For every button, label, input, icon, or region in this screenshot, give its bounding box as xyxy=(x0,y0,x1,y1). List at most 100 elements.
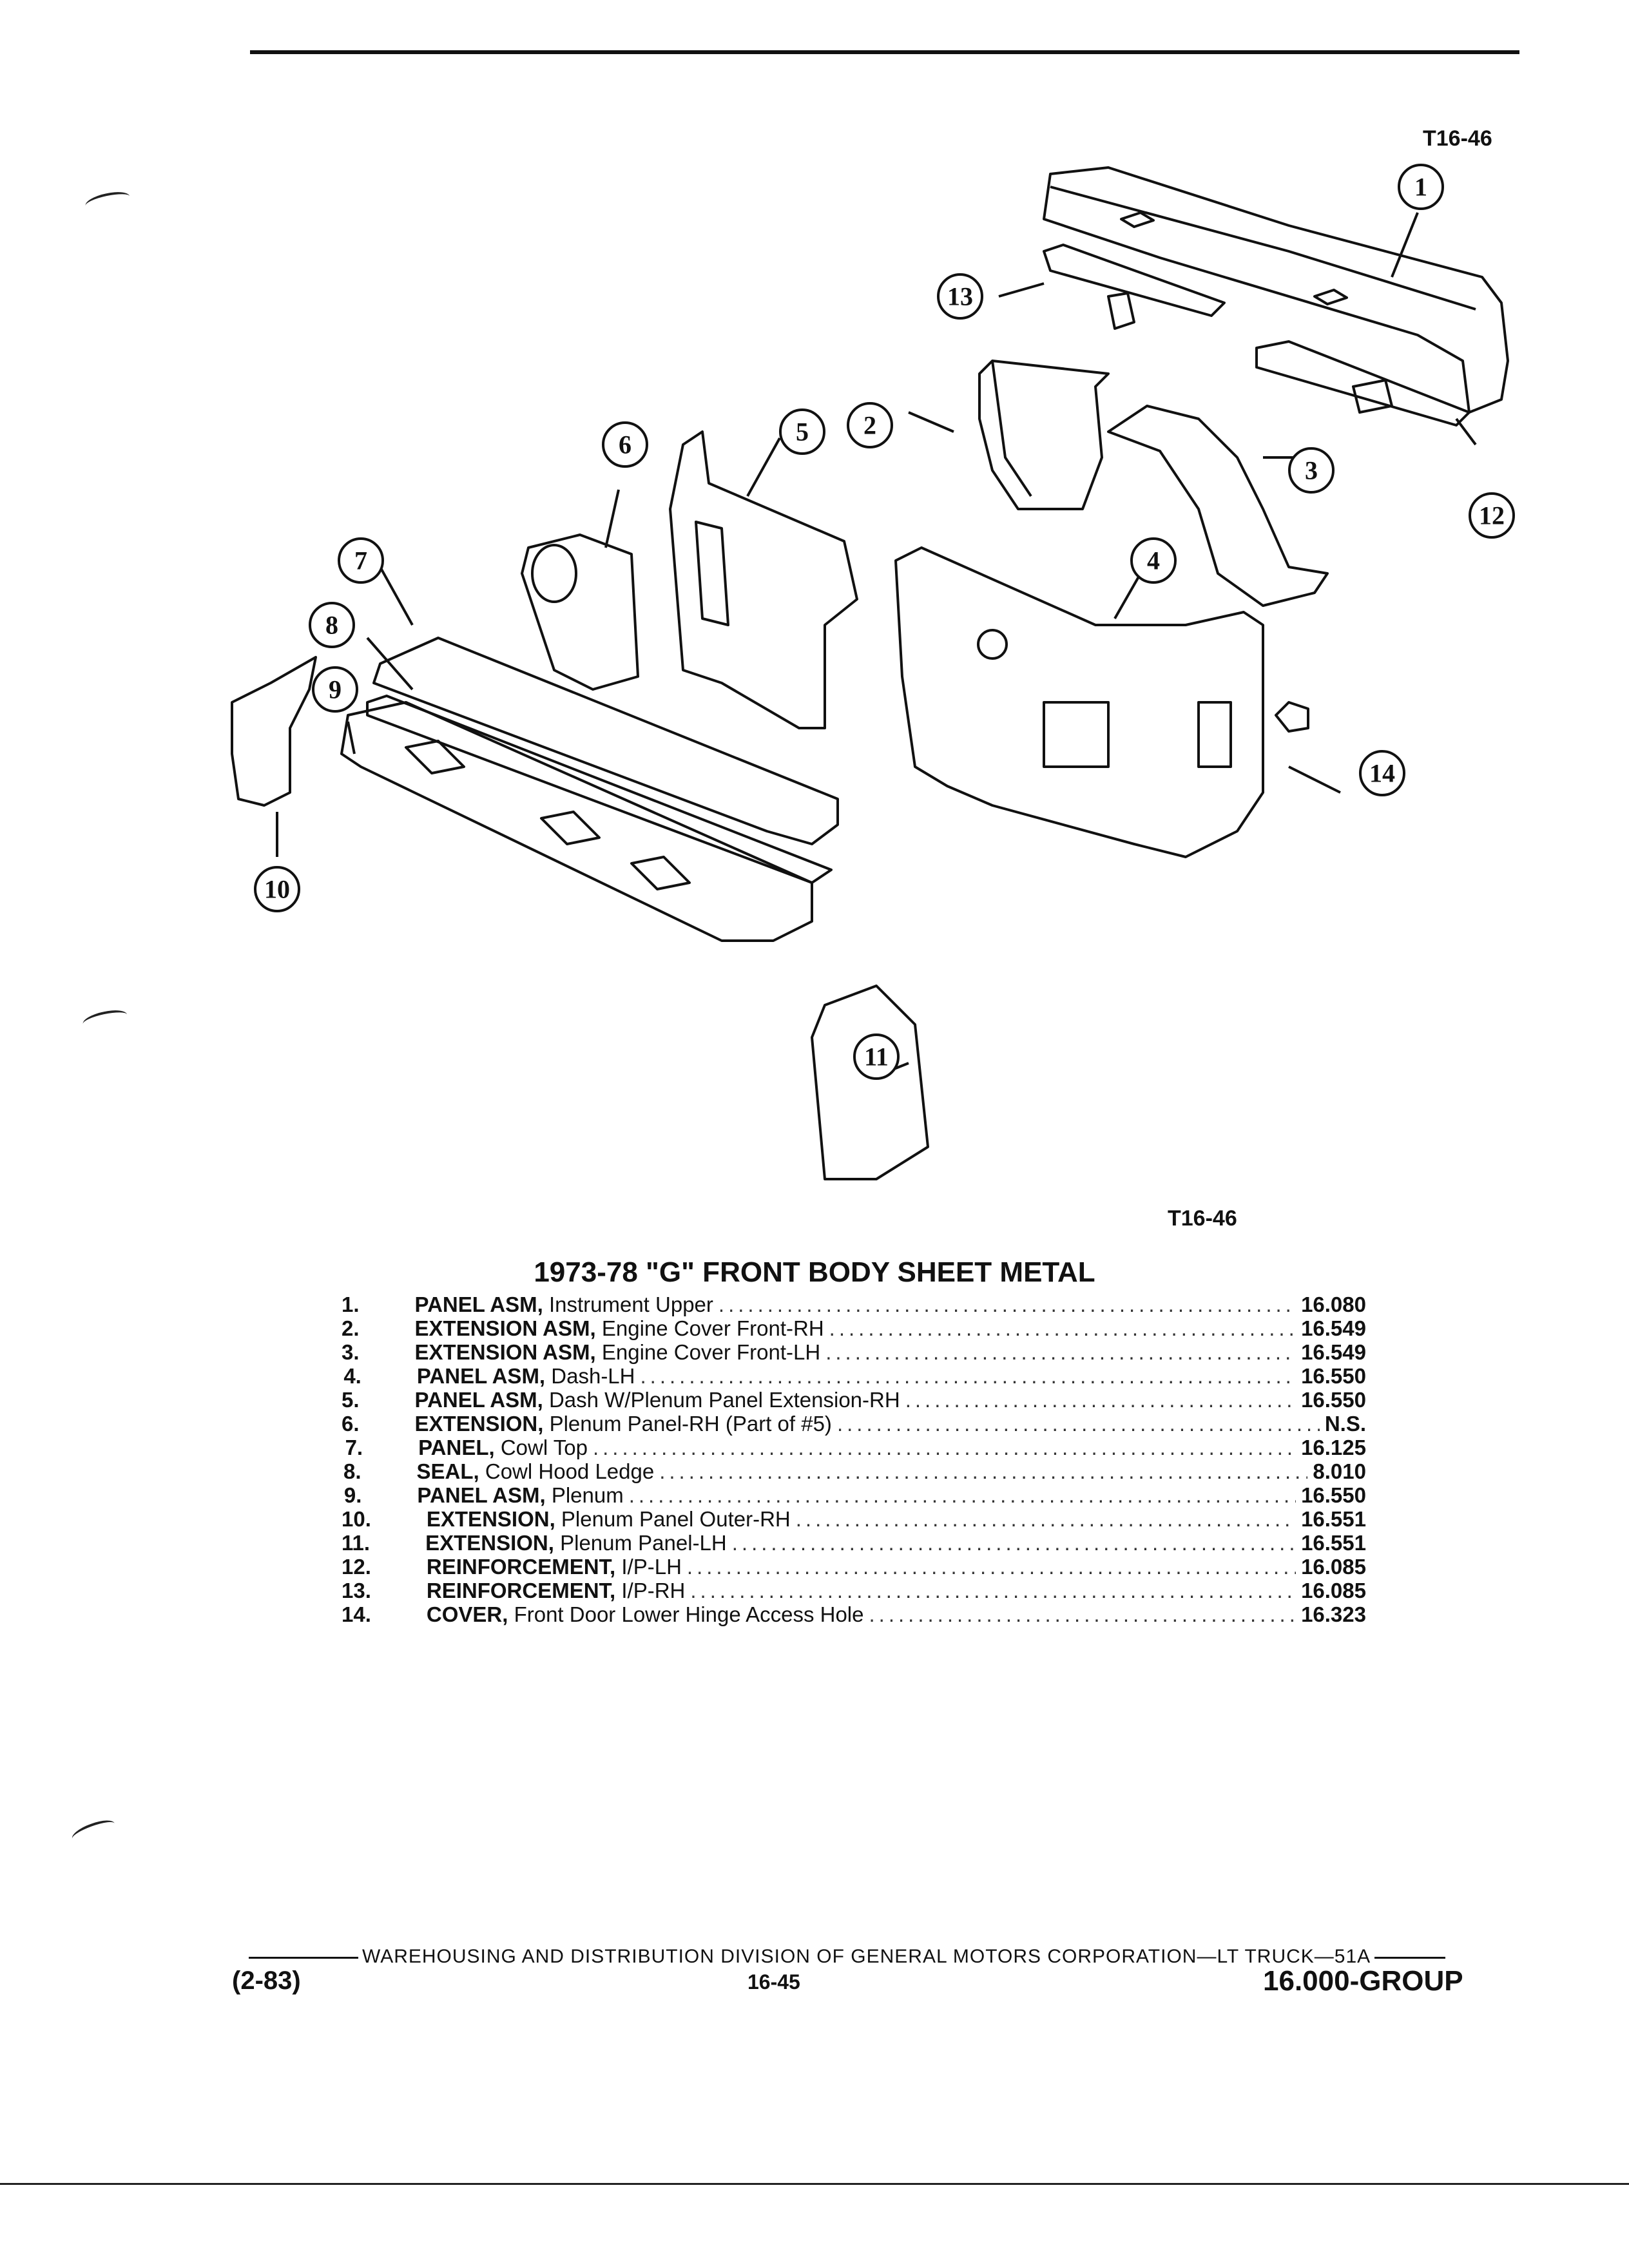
dot-leader: ........................................… xyxy=(829,1316,1296,1340)
page-title: 1973-78 "G" FRONT BODY SHEET METAL xyxy=(534,1256,1095,1288)
part-description: PANEL ASM, Dash W/Plenum Panel Extension… xyxy=(415,1388,900,1412)
callout-label: 9 xyxy=(329,675,342,704)
group-number: 16.551 xyxy=(1301,1507,1366,1531)
figure-code-top: T16-46 xyxy=(1423,126,1492,151)
parts-list-row: 8.SEAL, Cowl Hood Ledge.................… xyxy=(342,1459,1366,1483)
part-cowl-top xyxy=(372,637,839,845)
part-description: REINFORCEMENT, I/P-RH xyxy=(427,1579,686,1602)
exploded-parts-diagram: 1 2 3 4 5 6 7 8 9 10 11 12 13 14 xyxy=(231,164,1515,1180)
callout-label: 6 xyxy=(619,430,631,459)
part-detail: Plenum Panel Outer-RH xyxy=(561,1507,791,1531)
part-name: PANEL ASM, xyxy=(416,1364,546,1388)
bottom-rule xyxy=(0,2183,1629,2185)
part-number: 1. xyxy=(342,1293,360,1316)
part-description: EXTENSION, Plenum Panel Outer-RH xyxy=(427,1507,791,1531)
part-reinforcements xyxy=(1043,244,1470,427)
part-engine-cover-lh xyxy=(1107,405,1329,607)
part-number: 8. xyxy=(343,1459,361,1483)
parts-list-row: 9. PANEL ASM, Plenum.....................… xyxy=(342,1483,1366,1507)
callout-circles xyxy=(254,164,1515,1080)
part-detail: Instrument Upper xyxy=(548,1293,713,1316)
dot-leader: ........................................… xyxy=(836,1412,1320,1436)
footer-division: WAREHOUSING AND DISTRIBUTION DIVISION OF… xyxy=(245,1946,1449,1968)
callout-label: 4 xyxy=(1147,546,1160,575)
part-description: PANEL ASM, Instrument Upper xyxy=(415,1293,713,1316)
part-number: 14. xyxy=(342,1602,371,1626)
callout-label: 12 xyxy=(1479,501,1505,530)
parts-list-row: 11.EXTENSION, Plenum Panel-LH...........… xyxy=(342,1531,1366,1555)
group-number: N.S. xyxy=(1324,1412,1366,1436)
part-hinge-access-cover xyxy=(1275,701,1309,733)
part-name: EXTENSION ASM, xyxy=(414,1340,596,1364)
parts-list-row: 13.REINFORCEMENT, I/P-RH................… xyxy=(342,1579,1366,1602)
part-dash-rh-panel xyxy=(669,430,858,729)
footer-group: 16.000-GROUP xyxy=(1263,1965,1463,1997)
part-number: 10. xyxy=(342,1507,371,1531)
callout-label: 10 xyxy=(264,875,290,904)
callout-labels: 1 2 3 4 5 6 7 8 9 10 11 12 13 14 xyxy=(264,173,1505,1072)
dot-leader: ........................................… xyxy=(869,1602,1296,1626)
part-description: COVER, Front Door Lower Hinge Access Hol… xyxy=(427,1602,864,1626)
part-name: REINFORCEMENT, xyxy=(426,1555,616,1579)
dot-leader: ........................................… xyxy=(905,1388,1296,1412)
binder-mark xyxy=(70,1816,117,1847)
callout-label: 5 xyxy=(796,418,809,447)
dot-leader: ........................................… xyxy=(718,1293,1296,1316)
parts-list-row: 2.EXTENSION ASM, Engine Cover Front-RH..… xyxy=(342,1316,1366,1340)
dot-leader: ........................................… xyxy=(628,1483,1296,1507)
part-detail: Plenum Panel-LH xyxy=(560,1531,727,1555)
part-description: EXTENSION, Plenum Panel-RH (Part of #5) xyxy=(415,1412,832,1436)
group-number: 8.010 xyxy=(1313,1459,1366,1483)
group-number: 16.085 xyxy=(1301,1555,1366,1579)
callout-label: 3 xyxy=(1305,456,1318,485)
parts-list-row: 1. PANEL ASM, Instrument Upper...........… xyxy=(342,1293,1366,1316)
footer-date: (2-83) xyxy=(232,1966,301,1995)
group-number: 16.323 xyxy=(1301,1602,1366,1626)
dot-leader: ........................................… xyxy=(690,1579,1296,1602)
part-number: 4. xyxy=(343,1364,361,1388)
group-number: 16.550 xyxy=(1301,1364,1366,1388)
parts-list-row: 14. COVER, Front Door Lower Hinge Access … xyxy=(342,1602,1366,1626)
part-number: 5. xyxy=(342,1388,360,1412)
part-dash-lh-panel xyxy=(894,546,1264,858)
part-description: REINFORCEMENT, I/P-LH xyxy=(427,1555,682,1579)
part-plenum xyxy=(340,701,813,942)
part-plenum-panel-lh xyxy=(811,985,929,1180)
part-detail: Plenum Panel-RH (Part of #5) xyxy=(549,1412,832,1436)
part-detail: Engine Cover Front-LH xyxy=(601,1340,821,1364)
part-name: PANEL ASM, xyxy=(414,1293,543,1316)
group-number: 16.550 xyxy=(1301,1483,1366,1507)
parts-list-row: 4. PANEL ASM, Dash-LH....................… xyxy=(342,1364,1366,1388)
callout-label: 8 xyxy=(325,611,338,640)
callout-label: 14 xyxy=(1369,759,1395,788)
part-detail: Cowl Top xyxy=(500,1436,588,1459)
part-number: 9. xyxy=(343,1483,362,1507)
part-engine-cover-rh xyxy=(978,360,1110,510)
part-number: 11. xyxy=(342,1531,371,1555)
part-number: 3. xyxy=(342,1340,360,1364)
group-number: 16.549 xyxy=(1301,1316,1366,1340)
part-plenum-extension-rh xyxy=(521,533,639,691)
dot-leader: ........................................… xyxy=(640,1364,1296,1388)
parts-list-row: 12.REINFORCEMENT, I/P-LH................… xyxy=(342,1555,1366,1579)
dot-leader: ........................................… xyxy=(686,1555,1296,1579)
group-number: 16.080 xyxy=(1301,1293,1366,1316)
part-description: PANEL, Cowl Top xyxy=(418,1436,588,1459)
part-description: PANEL ASM, Plenum xyxy=(417,1483,623,1507)
part-name: PANEL, xyxy=(418,1436,495,1459)
part-name: REINFORCEMENT, xyxy=(426,1579,616,1602)
group-number: 16.550 xyxy=(1301,1388,1366,1412)
part-name: PANEL ASM, xyxy=(414,1388,543,1412)
part-number: 2. xyxy=(342,1316,360,1340)
part-plenum-outer-rh xyxy=(231,656,317,807)
part-number: 7. xyxy=(345,1436,363,1459)
dot-leader: ........................................… xyxy=(825,1340,1296,1364)
footer-division-text: WAREHOUSING AND DISTRIBUTION DIVISION OF… xyxy=(362,1946,1371,1967)
part-detail: Dash-LH xyxy=(551,1364,635,1388)
top-rule xyxy=(250,50,1519,54)
callout-label: 1 xyxy=(1414,173,1427,202)
part-detail: Plenum xyxy=(551,1483,624,1507)
part-cowl-hood-ledge-seal xyxy=(366,695,833,884)
binder-mark xyxy=(81,1006,129,1032)
part-name: SEAL, xyxy=(416,1459,479,1483)
